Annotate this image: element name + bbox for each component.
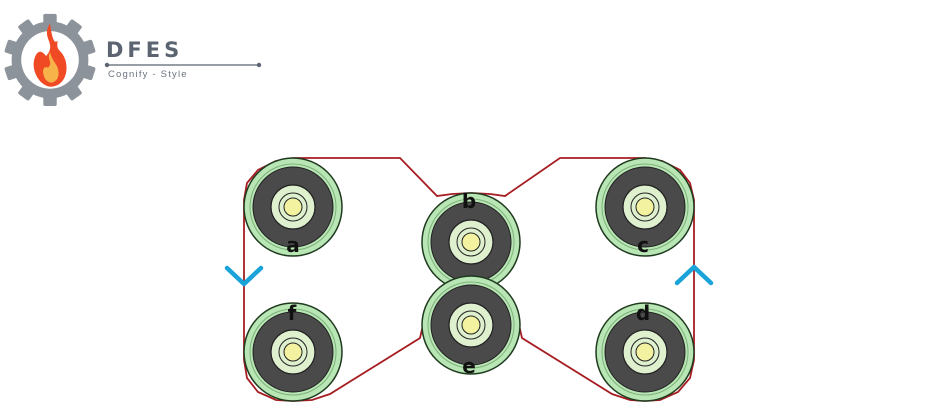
pulley-b bbox=[421, 192, 521, 292]
brand-tagline: Cognify - Style bbox=[108, 69, 188, 80]
pulley-label-a: a bbox=[286, 233, 300, 257]
pulley-d bbox=[595, 302, 695, 402]
brand-name: DFES bbox=[106, 38, 184, 62]
arrow-up-icon bbox=[674, 264, 714, 286]
pulley-labels: a b c d e f bbox=[286, 189, 650, 378]
pulley-a bbox=[243, 157, 343, 257]
pulley-label-c: c bbox=[637, 233, 649, 257]
dfes-logo bbox=[4, 13, 96, 106]
belt-path bbox=[243, 157, 695, 402]
brand-divider bbox=[104, 62, 262, 68]
pulley-c bbox=[595, 157, 695, 257]
pulley-f bbox=[243, 302, 343, 402]
flame-inner-icon bbox=[43, 52, 59, 83]
belt bbox=[243, 157, 695, 402]
pulley-label-d: d bbox=[636, 301, 650, 325]
direction-arrows bbox=[224, 264, 714, 287]
pulley-label-b: b bbox=[462, 189, 476, 213]
pulley-label-f: f bbox=[288, 301, 297, 325]
pulleys bbox=[243, 157, 695, 402]
arrow-down-icon bbox=[224, 265, 264, 287]
pulley-e bbox=[421, 275, 521, 375]
pulley-label-e: e bbox=[462, 354, 476, 378]
